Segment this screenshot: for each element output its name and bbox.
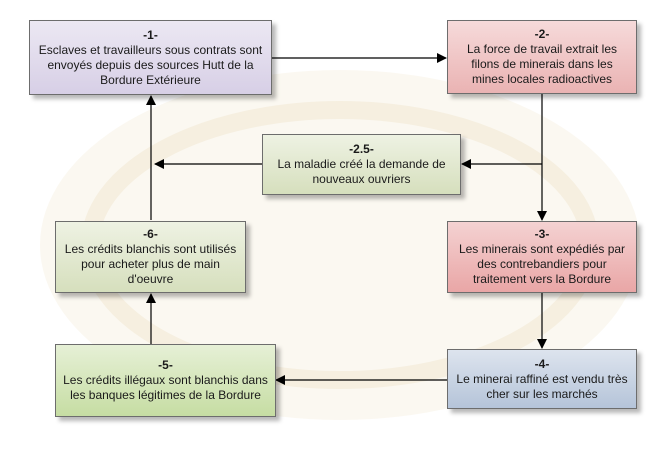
step-2-box: -2- La force de travail extrait les filo… [447, 20, 637, 94]
step-text: Les crédits illégaux sont blanchis dans … [63, 373, 268, 402]
step-number: -2- [534, 27, 550, 41]
step-number: -3- [534, 227, 550, 241]
step-text: Les minerais sont expédiés par des contr… [458, 242, 626, 286]
step-number: -2.5- [349, 142, 374, 156]
step-number: -5- [158, 358, 173, 372]
step-5-box: -5- Les crédits illégaux sont blanchis d… [55, 344, 276, 417]
step-text: Esclaves et travailleurs sous contrats s… [38, 42, 263, 87]
step-3-box: -3- Les minerais sont expédiés par des c… [447, 221, 637, 293]
step-2-5-box: -2.5- La maladie créé la demande de nouv… [262, 134, 461, 195]
step-text: La maladie créé la demande de nouveaux o… [277, 157, 446, 186]
step-text: Les crédits blanchis sont utilisés pour … [64, 242, 237, 286]
step-6-box: -6- Les crédits blanchis sont utilisés p… [55, 221, 246, 293]
step-number: -4- [534, 356, 550, 371]
step-1-box: -1- Esclaves et travailleurs sous contra… [29, 20, 272, 95]
step-number: -1- [143, 27, 158, 42]
step-4-box: -4- Le minerai raffiné est vendu très ch… [447, 349, 637, 409]
step-text: Le minerai raffiné est vendu très cher s… [456, 371, 628, 401]
step-number: -6- [143, 227, 158, 241]
step-text: La force de travail extrait les filons d… [466, 42, 618, 86]
